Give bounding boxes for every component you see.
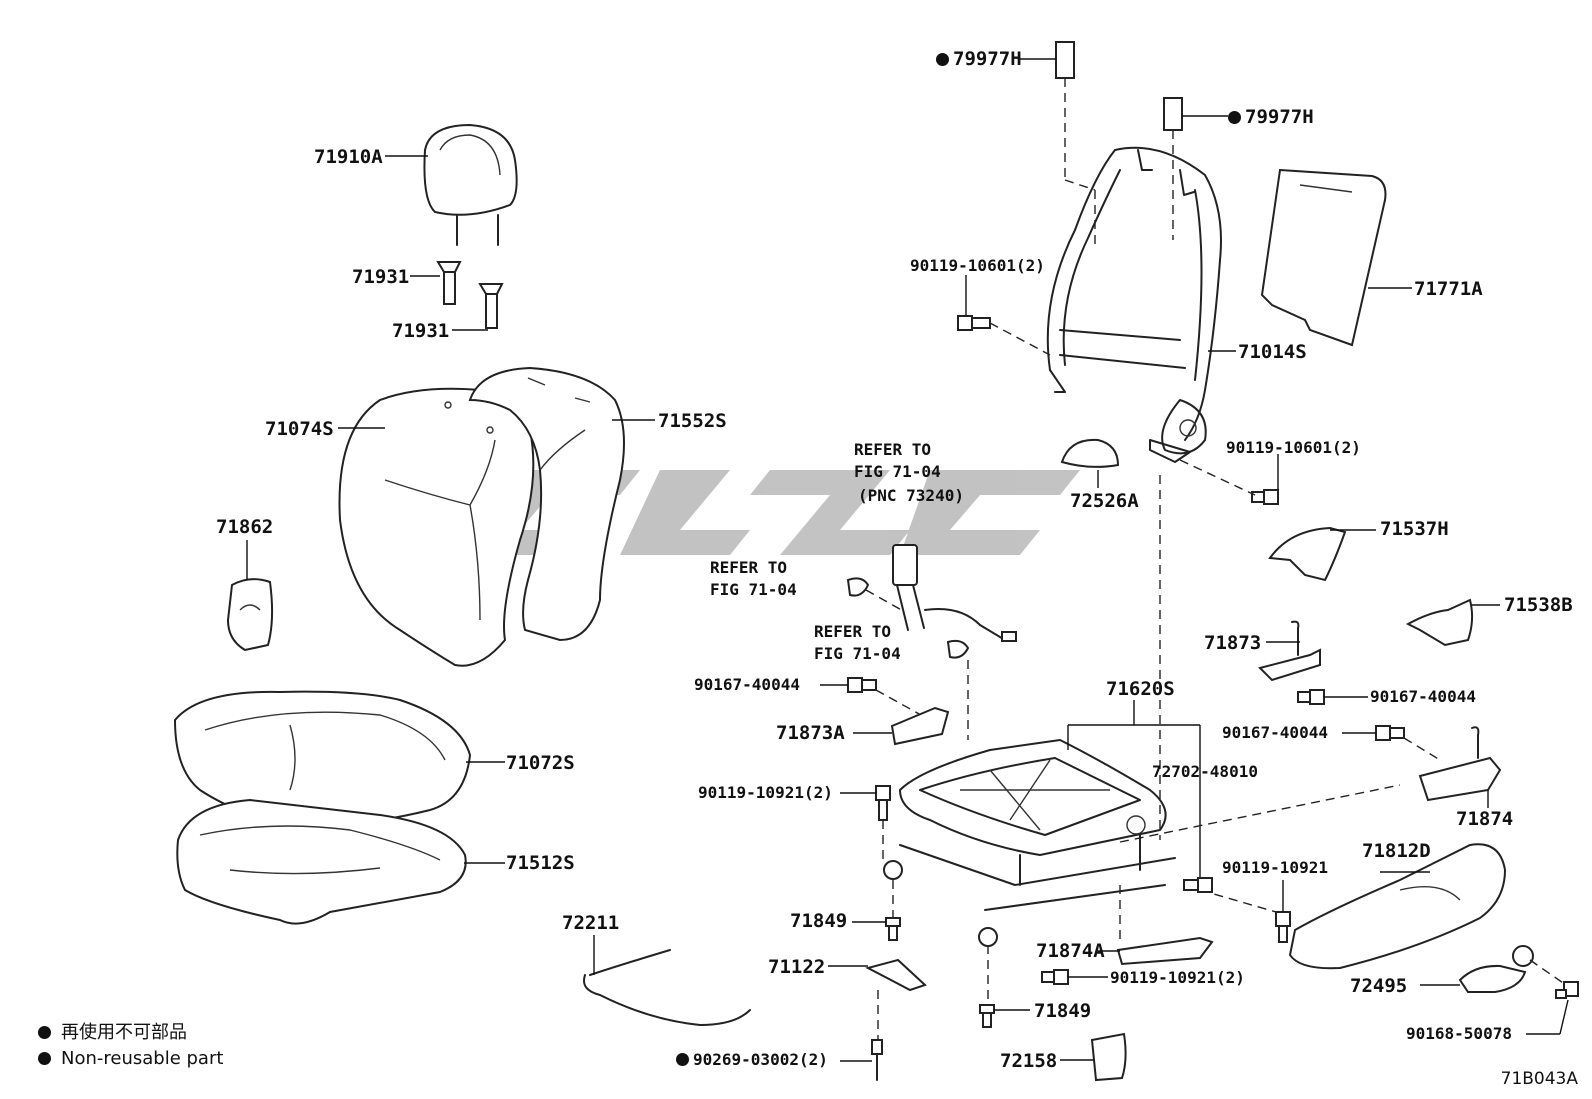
bolt-refer-fig-71-04-a: [846, 577, 870, 597]
bracket-71122: [865, 958, 927, 992]
label-refer-1-line2: FIG 71-04: [854, 462, 941, 481]
label-90269-03002: 90269-03002(2): [676, 1050, 828, 1070]
label-71849-b: 71849: [1034, 1000, 1092, 1022]
label-90119-10601-b: 90119-10601(2): [1226, 438, 1361, 457]
clip-90269-03002: [871, 1039, 883, 1081]
label-72526A: 72526A: [1070, 490, 1139, 512]
seatback-frame-71014S: [1046, 146, 1222, 463]
label-71074S: 71074S: [265, 418, 334, 440]
label-refer-2-line1: REFER TO: [710, 558, 788, 577]
label-90119-10601-a: 90119-10601(2): [910, 256, 1045, 275]
label-72211: 72211: [562, 912, 620, 934]
label-71122: 71122: [768, 956, 826, 978]
label-refer-2-line2: FIG 71-04: [710, 580, 797, 599]
bracket-71873A: [890, 706, 950, 746]
bolt-72702-48010: [1183, 877, 1213, 893]
bolt-90167-40044-c: [1375, 725, 1405, 741]
label-71620S: 71620S: [1106, 678, 1175, 700]
figure-code: 71B043A: [1500, 1069, 1578, 1089]
seatback-pad-71552S: [468, 366, 625, 642]
label-71538B: 71538B: [1504, 594, 1573, 616]
cap-72158: [1090, 1032, 1127, 1082]
cover-71538B: [1405, 598, 1474, 647]
label-71849-a: 71849: [790, 910, 848, 932]
label-90167-40044-a: 90167-40044: [694, 675, 800, 694]
label-71771A: 71771A: [1414, 278, 1483, 300]
label-90119-10921-b: 90119-10921: [1222, 858, 1328, 877]
label-71910A: 71910A: [314, 146, 383, 168]
label-71873A: 71873A: [776, 722, 845, 744]
screw-90168-50078: [1555, 981, 1579, 999]
cover-71874A: [1116, 936, 1214, 966]
tag-79977H-top: [1055, 41, 1075, 79]
legend-jp: 再使用不可部品: [38, 1022, 187, 1044]
label-71014S: 71014S: [1238, 341, 1307, 363]
legend-en: Non-reusable part: [38, 1048, 223, 1070]
cover-72526A: [1060, 438, 1120, 468]
knob-72495: [1458, 945, 1534, 993]
legend-dot-icon: [38, 1026, 51, 1039]
label-71812D: 71812D: [1362, 840, 1431, 862]
label-71537H: 71537H: [1380, 518, 1449, 540]
label-90119-10921-c: 90119-10921(2): [1110, 968, 1245, 987]
label-71072S: 71072S: [506, 752, 575, 774]
label-79977H-top: 79977H: [936, 48, 1022, 70]
wire-72211: [583, 949, 751, 1026]
cushion-pad-71512S: [176, 798, 467, 925]
bolt-90119-10921-a: [875, 785, 891, 821]
cover-71537H: [1268, 526, 1347, 582]
label-refer-1-line3: (PNC 73240): [858, 486, 964, 505]
bolt-90119-10921-c: [1041, 969, 1069, 985]
label-72495: 72495: [1350, 975, 1408, 997]
legend-dot-icon: [38, 1052, 51, 1065]
fastener-71849-b: [979, 1004, 995, 1028]
bolt-90119-10601-b: [1251, 489, 1279, 505]
cushion-cover-71072S: [173, 690, 472, 832]
label-refer-3-line2: FIG 71-04: [814, 644, 901, 663]
label-90167-40044-c: 90167-40044: [1222, 723, 1328, 742]
label-90167-40044-b: 90167-40044: [1370, 687, 1476, 706]
non-reusable-dot: [936, 53, 949, 66]
tag-79977H-right: [1163, 97, 1183, 131]
cover-71862: [226, 578, 274, 652]
seatback-cover-71074S: [338, 387, 535, 667]
label-71874A: 71874A: [1036, 940, 1105, 962]
label-refer-3-line1: REFER TO: [814, 622, 892, 641]
label-71862: 71862: [216, 516, 274, 538]
label-71874: 71874: [1456, 808, 1514, 830]
bolt-refer-fig-71-04-b: [946, 639, 970, 659]
label-71512S: 71512S: [506, 852, 575, 874]
seat-belt-buckle: [892, 544, 1017, 642]
bolt-90119-10601-a: [957, 315, 991, 331]
non-reusable-dot: [1228, 111, 1241, 124]
label-79977H-right: 79977H: [1228, 106, 1314, 128]
fastener-71849-a: [885, 917, 901, 941]
headrest-71910A: [423, 123, 518, 246]
bracket-71874: [1418, 726, 1502, 802]
label-90119-10921-a: 90119-10921(2): [698, 783, 833, 802]
side-shield-71812D: [1288, 843, 1507, 970]
headrest-guide-71931: [436, 261, 504, 329]
label-71552S: 71552S: [658, 410, 727, 432]
label-71873: 71873: [1204, 632, 1262, 654]
label-71931-a: 71931: [352, 266, 410, 288]
label-72158: 72158: [1000, 1050, 1058, 1072]
back-board-71771A: [1260, 168, 1387, 347]
label-refer-1-line1: REFER TO: [854, 440, 932, 459]
bolt-90119-10921-b: [1275, 911, 1291, 943]
non-reusable-dot: [676, 1053, 689, 1066]
label-90168-50078: 90168-50078: [1406, 1024, 1512, 1043]
bolt-90167-40044-b: [847, 677, 877, 693]
bracket-71873: [1258, 620, 1321, 682]
seat-track-frame-71620S: [883, 739, 1176, 947]
label-71931-b: 71931: [392, 320, 450, 342]
bolt-90167-40044-a: [1297, 689, 1325, 705]
label-72702-48010: 72702-48010: [1152, 762, 1258, 781]
